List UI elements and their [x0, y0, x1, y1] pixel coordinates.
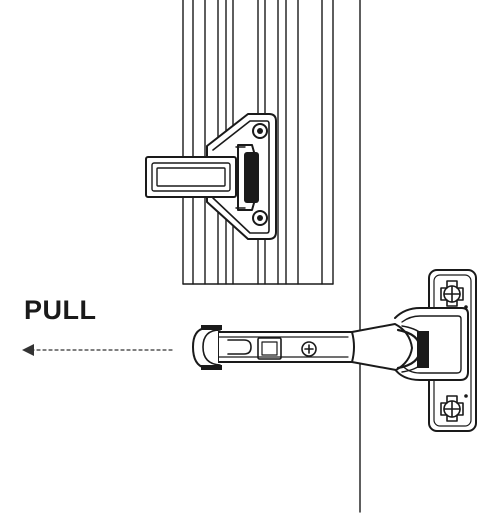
- pull-instruction-label: PULL: [24, 295, 97, 325]
- pull-arrow-icon: [22, 344, 173, 356]
- hinge-plate-icon: [393, 269, 477, 432]
- clip-bracket-icon: [145, 113, 277, 240]
- hinge-arm-icon: [192, 323, 429, 373]
